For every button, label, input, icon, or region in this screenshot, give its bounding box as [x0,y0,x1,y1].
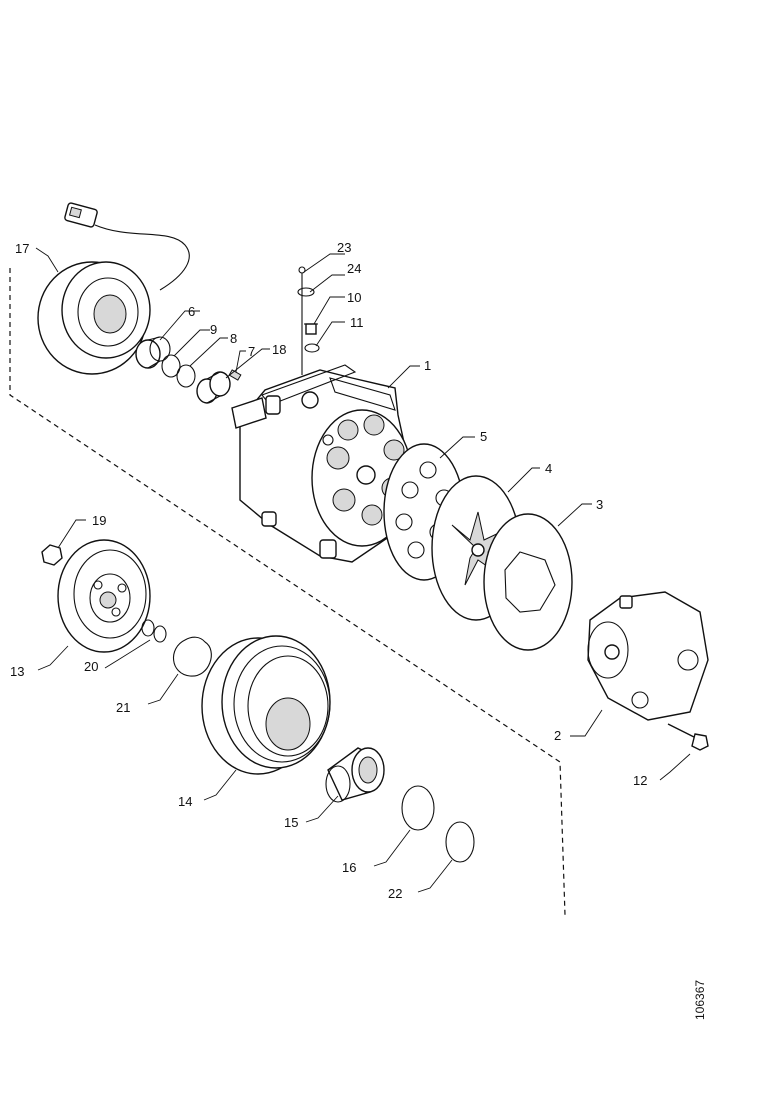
callout-18: 18 [272,342,286,357]
callout-labels: 17 23 24 10 11 6 9 8 7 18 1 5 4 3 19 2 1… [10,240,647,901]
part-12-bolt [667,723,709,751]
part-11-o-ring [304,343,320,353]
callout-13: 13 [10,664,24,679]
callout-1: 1 [424,358,431,373]
callout-21: 21 [116,700,130,715]
callout-8: 8 [230,331,237,346]
callout-24: 24 [347,261,361,276]
callout-5: 5 [480,429,487,444]
part-6-sleeve [135,336,171,369]
callout-9: 9 [210,322,217,337]
part-8-ring [176,364,196,388]
part-1-compressor-body [231,364,413,563]
part-10-plug [304,323,318,335]
part-20-shim-a [141,619,155,637]
part-20-shim-b [153,625,167,643]
part-17-clutch-coil [37,202,190,375]
part-2-cylinder-head [587,591,709,721]
callout-19: 19 [92,513,106,528]
part-15-bearing [325,747,385,803]
part-9-ring [161,354,181,378]
part-23-bolt [298,266,306,375]
part-7-key [228,369,242,381]
part-19-nut [41,544,63,566]
reference-code: 106367 [693,980,707,1020]
callout-3: 3 [596,497,603,512]
callout-22: 22 [388,886,402,901]
assembly-boundary [9,268,566,916]
part-22-circlip [445,821,475,863]
part-21-circlip [172,636,212,677]
callout-16: 16 [342,860,356,875]
callout-17: 17 [15,241,29,256]
part-3-head-gasket [483,513,573,651]
part-14-pulley [201,635,331,775]
callout-12: 12 [633,773,647,788]
callout-14: 14 [178,794,192,809]
part-16-circlip [401,785,435,831]
callout-6: 6 [188,304,195,319]
callout-2: 2 [554,728,561,743]
callout-7: 7 [248,344,255,359]
part-24-ring [297,287,315,297]
part-13-clutch-plate [57,539,151,653]
callout-23: 23 [337,240,351,255]
leader-lines [35,247,691,893]
callout-15: 15 [284,815,298,830]
callout-4: 4 [545,461,552,476]
callout-11: 11 [350,315,364,330]
callout-10: 10 [347,290,361,305]
part-18-shaft-seal [196,371,231,404]
callout-20: 20 [84,659,98,674]
